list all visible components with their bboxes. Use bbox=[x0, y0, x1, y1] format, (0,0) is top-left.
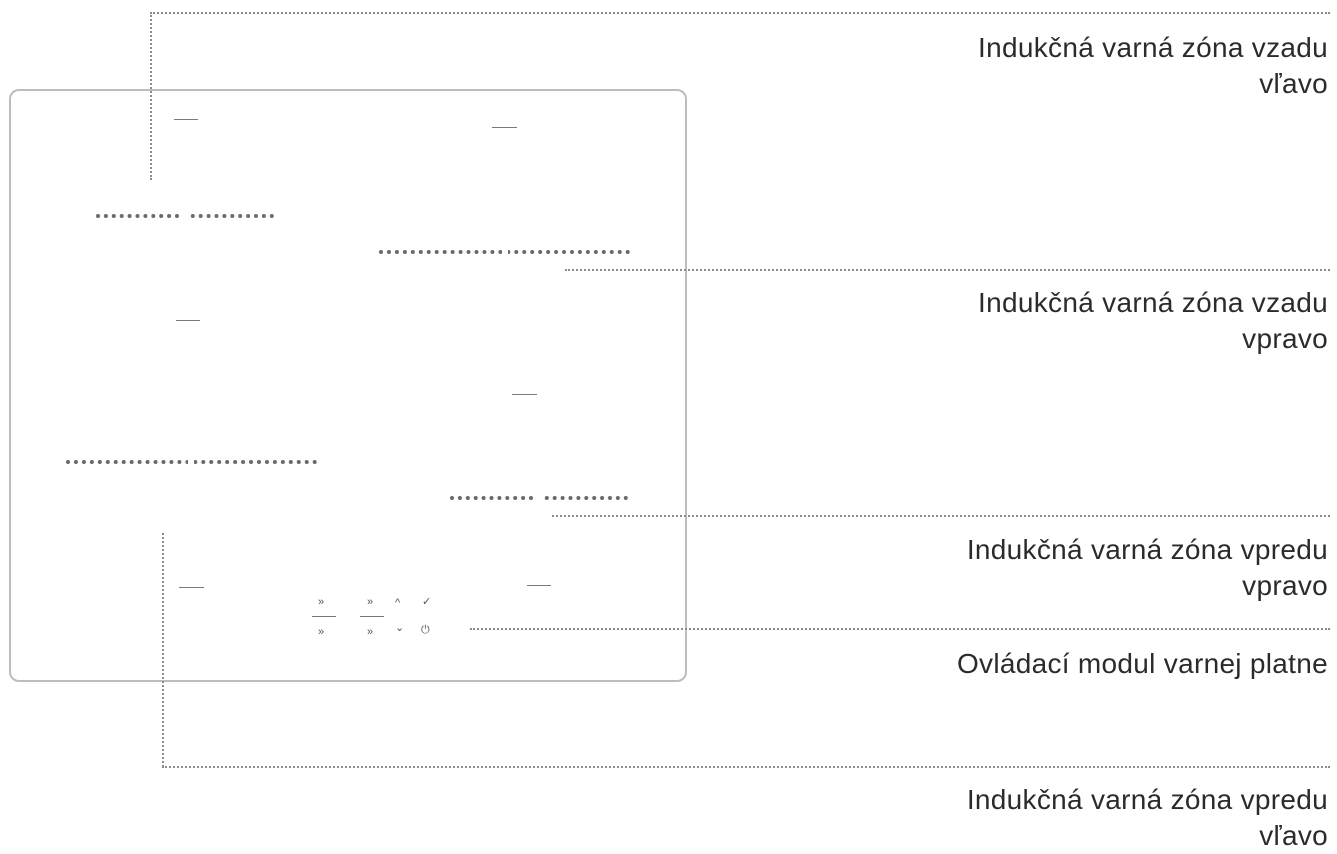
zone-slider-front-left bbox=[66, 459, 317, 465]
label-front-left-line2: vľavo bbox=[1259, 820, 1328, 851]
label-rear-right: Indukčná varná zóna vzadu vpravo bbox=[978, 285, 1328, 357]
label-rear-left-line2: vľavo bbox=[1259, 68, 1328, 99]
label-rear-right-line2: vpravo bbox=[1242, 323, 1328, 354]
label-control-module-line1: Ovládací modul varnej platne bbox=[956, 648, 1328, 679]
control-divider-left bbox=[312, 616, 336, 617]
zone-marker-mid-left bbox=[176, 320, 200, 321]
leader-line-rear-right bbox=[565, 269, 1330, 271]
leader-line-front-left-vertical bbox=[162, 533, 164, 767]
control-divider-mid bbox=[360, 616, 384, 617]
boost-icon-left-top: » bbox=[318, 596, 325, 608]
chevron-down-icon: ⌄ bbox=[395, 622, 405, 634]
hob-outline bbox=[9, 89, 687, 682]
zone-marker-rear-left bbox=[174, 119, 198, 120]
leader-line-control-module bbox=[470, 628, 1330, 630]
label-front-right-line1: Indukčná varná zóna vpredu bbox=[966, 534, 1328, 565]
label-rear-right-line1: Indukčná varná zóna vzadu bbox=[978, 287, 1328, 318]
label-control-module: Ovládací modul varnej platne bbox=[957, 646, 1328, 682]
leader-line-front-right bbox=[552, 515, 1330, 517]
zone-slider-front-right bbox=[450, 495, 628, 501]
label-rear-left: Indukčná varná zóna vzadu vľavo bbox=[978, 30, 1328, 102]
zone-marker-front-right bbox=[527, 585, 551, 586]
label-rear-left-line1: Indukčná varná zóna vzadu bbox=[978, 32, 1328, 63]
lock-icon: ✓ bbox=[422, 596, 432, 608]
label-front-right: Indukčná varná zóna vpredu vpravo bbox=[967, 532, 1328, 604]
zone-marker-front-left bbox=[179, 587, 204, 588]
zone-marker-rear-right bbox=[492, 127, 517, 128]
power-icon: ⏻ bbox=[421, 624, 430, 636]
zone-slider-rear-right bbox=[379, 249, 630, 255]
zone-marker-mid-right bbox=[512, 394, 537, 395]
leader-line-rear-left-vertical bbox=[150, 12, 152, 180]
boost-icon-mid-top: » bbox=[367, 596, 374, 608]
leader-line-front-left bbox=[162, 766, 1330, 768]
zone-slider-rear-left bbox=[96, 213, 274, 219]
leader-line-rear-left bbox=[150, 12, 1330, 14]
label-front-left: Indukčná varná zóna vpredu vľavo bbox=[967, 782, 1328, 854]
boost-icon-mid-bottom: » bbox=[367, 626, 374, 638]
label-front-right-line2: vpravo bbox=[1242, 570, 1328, 601]
label-front-left-line1: Indukčná varná zóna vpredu bbox=[966, 784, 1328, 815]
chevron-up-icon: ^ bbox=[395, 597, 401, 609]
boost-icon-left-bottom: » bbox=[318, 626, 325, 638]
